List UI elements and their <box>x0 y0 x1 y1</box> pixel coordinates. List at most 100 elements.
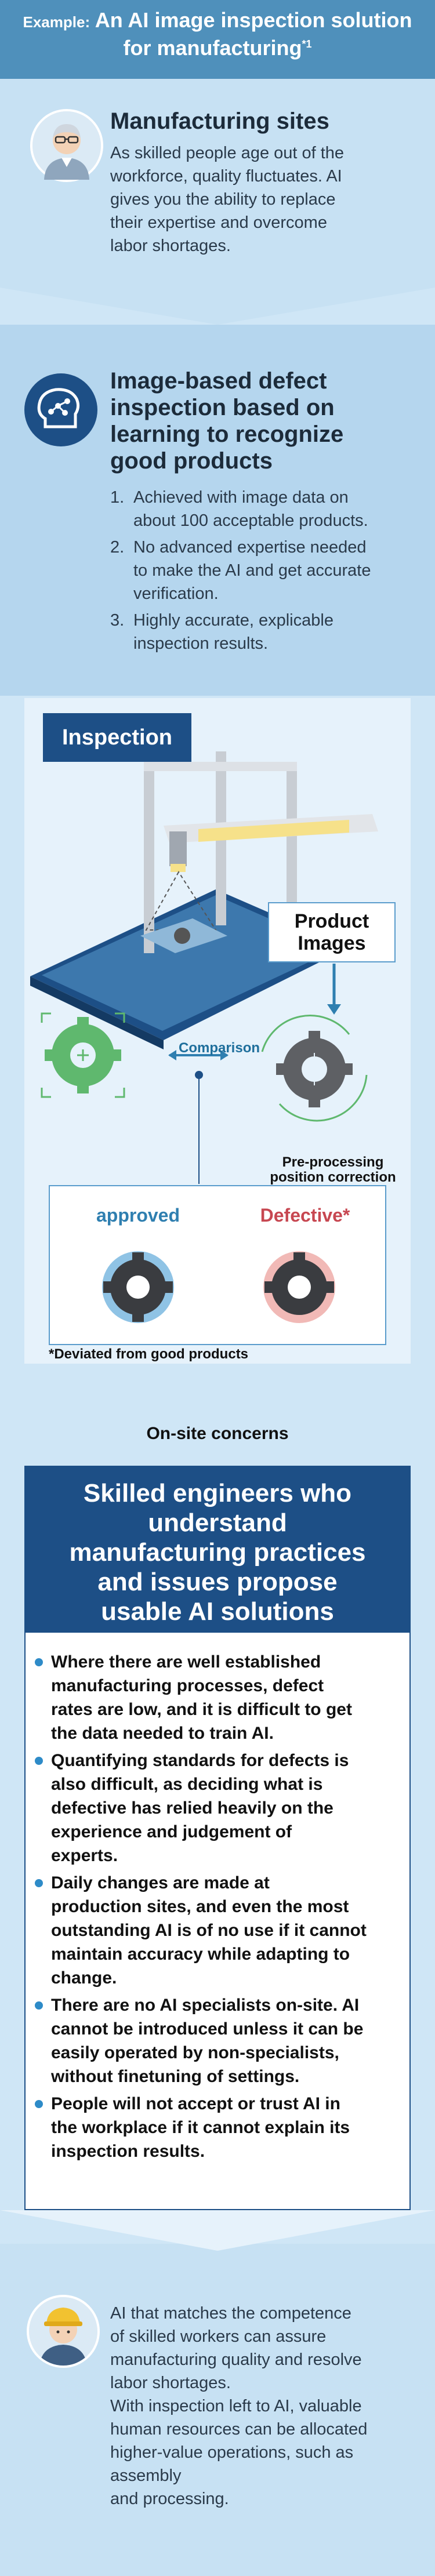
approved-gear-icon <box>102 1251 174 1323</box>
arrow-down-1 <box>0 288 435 325</box>
concerns-title-line: Skilled engineers who <box>83 1479 352 1507</box>
list-item-line: Highly accurate, explicable <box>133 611 334 630</box>
header-footnote-mark: *1 <box>302 38 312 50</box>
captured-gear <box>261 1015 368 1122</box>
approach-title: Image-based defect inspection based on l… <box>110 368 343 474</box>
approach-title-line: learning to recognize <box>110 422 344 447</box>
approach-title-line: Image-based defect <box>110 368 327 394</box>
good-gear-target <box>41 1012 125 1098</box>
concern-item: Daily changes are made at production sit… <box>35 1871 400 1990</box>
sites-line: gives you the ability to replace <box>110 190 336 209</box>
outcome-line: AI that matches the competence <box>110 2304 351 2323</box>
header-title-line2: for manufacturing*1 <box>0 36 435 60</box>
ai-brain-icon <box>37 388 80 428</box>
preprocessing-label: Pre-processing position correction <box>252 1155 414 1185</box>
section-manufacturing-sites: Manufacturing sites As skilled people ag… <box>0 79 435 288</box>
outcome-line: and processing. <box>110 2490 229 2508</box>
list-item-line: to make the AI and get accurate <box>133 561 371 580</box>
concern-line: Quantifying standards for defects is <box>51 1751 349 1770</box>
concern-line: change. <box>51 1968 117 1988</box>
approved-label: approved <box>96 1205 180 1226</box>
sites-line: their expertise and overcome <box>110 213 327 232</box>
approach-title-line: good products <box>110 448 273 474</box>
outcome-line: human resources can be allocated <box>110 2420 368 2439</box>
list-item-number: 3. <box>110 611 125 630</box>
engineer-icon <box>32 111 101 180</box>
bullet-dot <box>35 2001 43 2010</box>
defective-gear-icon <box>263 1251 335 1323</box>
inspection-machine-illustration <box>30 751 378 1184</box>
concerns-box: Skilled engineers who understand manufac… <box>24 1466 411 2210</box>
concern-line: People will not accept or trust AI in <box>51 2094 340 2113</box>
concerns-title-line: and issues propose <box>97 1568 338 1596</box>
concern-line: Where there are well established <box>51 1652 321 1672</box>
header-title-2: for manufacturing <box>123 36 302 60</box>
preprocessing-line: Pre-processing <box>282 1154 384 1170</box>
concern-line: experience and judgement of <box>51 1822 292 1841</box>
concern-line: without finetuning of settings. <box>51 2067 300 2086</box>
outcome-line: higher-value operations, such as <box>110 2443 354 2462</box>
brain-badge <box>24 373 97 446</box>
arrow-down-2 <box>0 2210 435 2251</box>
results-box: approved Defective* <box>49 1185 386 1345</box>
sites-body: As skilled people age out of the workfor… <box>110 141 344 257</box>
inspection-label: Inspection <box>43 713 191 762</box>
concern-item: Quantifying standards for defects is als… <box>35 1749 400 1867</box>
concerns-box-title: Skilled engineers who understand manufac… <box>39 1478 396 1626</box>
concern-line: the workplace if it cannot explain its <box>51 2118 350 2137</box>
bullet-dot <box>35 2100 43 2108</box>
header-title-line1: Example: An AI image inspection solution <box>0 8 435 32</box>
hardhat-worker-icon <box>29 2297 97 2366</box>
concerns-heading: On-site concerns <box>146 1424 289 1443</box>
list-item-number: 1. <box>110 488 125 507</box>
concerns-title-line: manufacturing practices <box>69 1538 366 1567</box>
section-inspection-approach: Image-based defect inspection based on l… <box>0 325 435 696</box>
concerns-list: Where there are well established manufac… <box>35 1650 400 2167</box>
outcome-line: labor shortages. <box>110 2374 231 2392</box>
list-item-line: No advanced expertise needed <box>133 538 367 557</box>
concerns-box-header: Skilled engineers who understand manufac… <box>26 1467 409 1633</box>
list-item-line: Achieved with image data on <box>133 488 349 507</box>
list-item-line: verification. <box>133 584 219 603</box>
outcome-body: AI that matches the competence of skille… <box>110 2302 367 2510</box>
concern-line: also difficult, as deciding what is <box>51 1775 323 1794</box>
inspection-diagram: Inspection Product Images Comparison Pre… <box>24 698 411 1364</box>
concern-line: easily operated by non-specialists, <box>51 2043 339 2062</box>
product-images-line: Images <box>298 932 366 954</box>
concerns-title-line: understand <box>148 1509 287 1537</box>
concern-line: Daily changes are made at <box>51 1873 270 1892</box>
bullet-dot <box>35 1658 43 1666</box>
list-item: 1. Achieved with image data on about 100… <box>110 486 418 532</box>
concern-line: inspection results. <box>51 2142 205 2161</box>
sites-line: workforce, quality fluctuates. AI <box>110 167 342 186</box>
sites-title: Manufacturing sites <box>110 108 329 134</box>
outcome-line: assembly <box>110 2466 182 2485</box>
list-item-line: about 100 acceptable products. <box>133 511 368 530</box>
concern-line: outstanding AI is of no use if it cannot <box>51 1921 367 1940</box>
concern-item: There are no AI specialists on-site. AI … <box>35 1993 400 2088</box>
concern-line: the data needed to train AI. <box>51 1724 274 1743</box>
diagram-footnote: *Deviated from good products <box>49 1346 249 1362</box>
concern-line: maintain accuracy while adapting to <box>51 1945 350 1964</box>
outcome-line: With inspection left to AI, valuable <box>110 2397 362 2415</box>
engineer-avatar <box>30 109 103 182</box>
concern-item: People will not accept or trust AI in th… <box>35 2092 400 2163</box>
concern-line: There are no AI specialists on-site. AI <box>51 1996 360 2015</box>
list-item: 2. No advanced expertise needed to make … <box>110 536 418 605</box>
approach-list: 1. Achieved with image data on about 100… <box>110 486 418 659</box>
product-images-box: Product Images <box>268 902 396 962</box>
concerns-title-line: usable AI solutions <box>101 1597 334 1626</box>
list-item: 3. Highly accurate, explicable inspectio… <box>110 609 418 655</box>
concern-line: experts. <box>51 1846 118 1865</box>
concern-line: production sites, and even the most <box>51 1897 349 1916</box>
sites-line: labor shortages. <box>110 237 231 255</box>
concern-item: Where there are well established manufac… <box>35 1650 400 1745</box>
concern-line: cannot be introduced unless it can be <box>51 2019 364 2039</box>
concern-line: defective has relied heavily on the <box>51 1799 334 1818</box>
concern-line: rates are low, and it is difficult to ge… <box>51 1700 352 1719</box>
preprocessing-line: position correction <box>270 1169 396 1185</box>
header-prefix: Example: <box>23 13 90 31</box>
header-title-1: An AI image inspection solution <box>95 8 412 32</box>
defective-label: Defective* <box>260 1205 350 1226</box>
